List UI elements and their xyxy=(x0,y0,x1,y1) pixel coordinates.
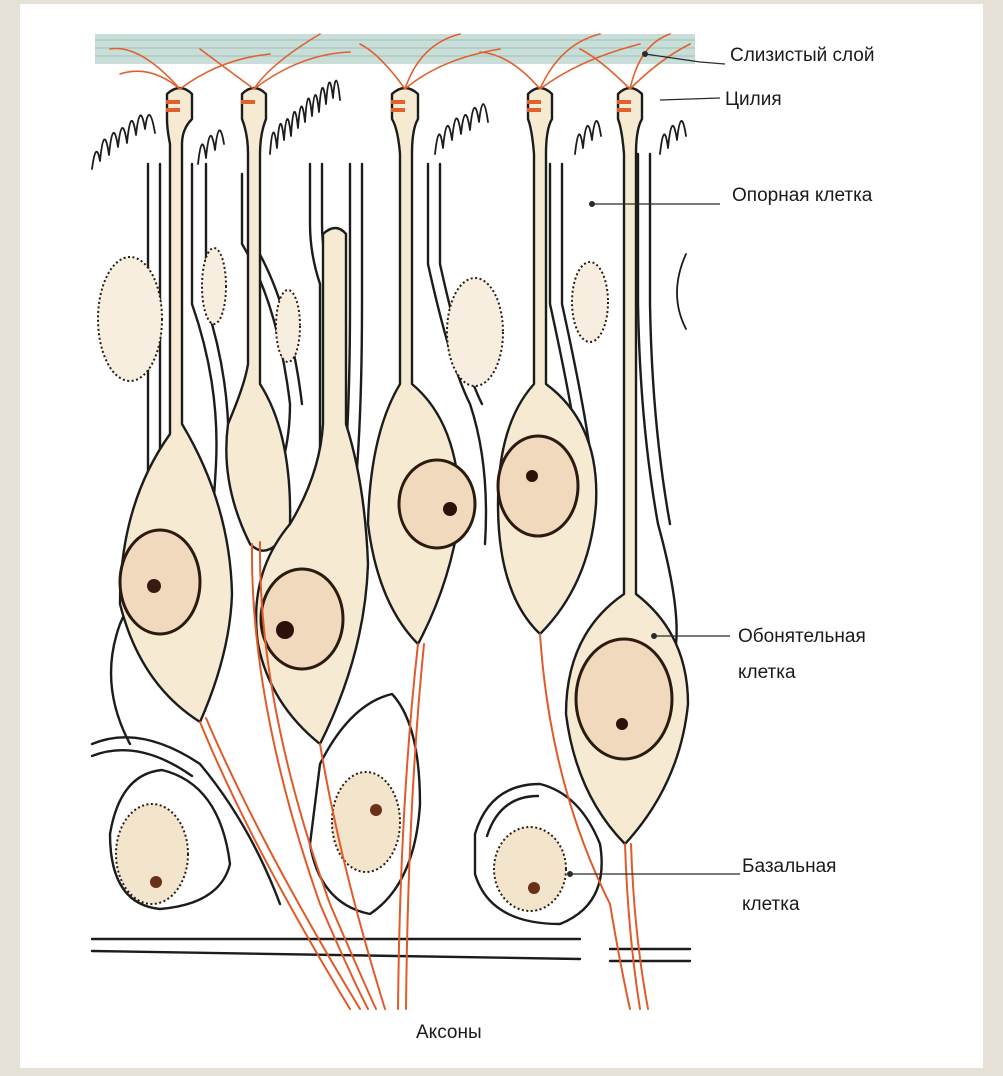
basal-cells xyxy=(92,694,602,924)
leader-cilia xyxy=(660,98,720,100)
label-mucus-layer: Слизистый слой xyxy=(730,45,874,66)
figure-frame: Слизистый слой Цилия Опорная клетка Обон… xyxy=(20,4,983,1068)
olfactory-epithelium-diagram: Слизистый слой Цилия Опорная клетка Обон… xyxy=(20,4,983,1068)
label-basal-cell-line1: Базальная xyxy=(742,856,836,877)
label-axons: Аксоны xyxy=(416,1022,482,1043)
basement-membrane xyxy=(92,939,690,961)
label-olfactory-cell-line1: Обонятельная xyxy=(738,626,866,647)
olfactory-cell-5 xyxy=(498,88,596,634)
label-olfactory-cell-line2: клетка xyxy=(738,662,796,683)
olfactory-cell-4 xyxy=(368,88,460,644)
label-supporting-cell: Опорная клетка xyxy=(732,185,873,206)
label-cilia: Цилия xyxy=(725,89,782,110)
mucus-layer xyxy=(95,34,695,64)
label-basal-cell-line2: клетка xyxy=(742,894,800,915)
